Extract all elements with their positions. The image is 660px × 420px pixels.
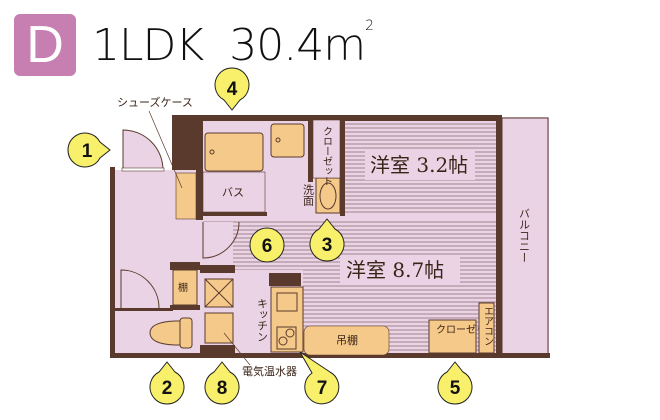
- western-room-large-label: 洋室 8.7帖: [346, 258, 444, 282]
- marker-4[interactable]: 4: [214, 67, 250, 111]
- svg-text:3: 3: [322, 235, 333, 256]
- svg-text:6: 6: [262, 236, 273, 257]
- kitchen-label: キッチン: [256, 298, 269, 342]
- layout-label: 1LDK: [92, 19, 204, 71]
- svg-text:5: 5: [450, 378, 461, 399]
- marker-1[interactable]: 1: [67, 132, 111, 168]
- svg-text:1: 1: [82, 141, 93, 162]
- marker-7[interactable]: 7: [299, 351, 340, 405]
- svg-text:8: 8: [217, 378, 228, 399]
- balcony: [501, 117, 549, 357]
- bathtub: [204, 132, 264, 172]
- svg-text:7: 7: [317, 378, 328, 399]
- toilet-door: [120, 269, 160, 309]
- western-room-small-label: 洋室 3.2帖: [370, 153, 468, 177]
- shoe-case-label: シューズケース: [117, 95, 193, 109]
- hanging-shelf: [303, 325, 390, 356]
- type-badge: D: [14, 14, 76, 76]
- closet-lower: [428, 319, 477, 354]
- shelf: [172, 269, 198, 306]
- marker-6[interactable]: 6: [249, 227, 285, 263]
- bath-label: バス: [222, 186, 244, 199]
- hanging-shelf-label: 吊棚: [336, 333, 358, 347]
- washing-machine: [270, 123, 305, 158]
- aircon: [478, 302, 495, 354]
- room-door: [202, 221, 240, 259]
- entrance-door: [122, 129, 164, 171]
- aircon-label: エアコン: [482, 306, 494, 346]
- marker-2[interactable]: 2: [149, 361, 185, 405]
- shoe-case: [175, 172, 197, 220]
- marker-8[interactable]: 8: [204, 361, 240, 405]
- svg-text:4: 4: [227, 79, 238, 100]
- shelf-label: 棚: [178, 281, 188, 294]
- kitchen-counter: [270, 286, 304, 353]
- area-label: 30.4m: [229, 19, 366, 71]
- balcony-label: バルコニー: [518, 208, 531, 263]
- marker-3[interactable]: 3: [309, 218, 345, 262]
- marker-5[interactable]: 5: [437, 361, 473, 405]
- area-unit-sup: 2: [365, 17, 374, 34]
- water-heater-label: 電気温水器: [242, 364, 297, 378]
- svg-text:2: 2: [162, 378, 173, 399]
- plan-title: 1LDK 30.4m2: [92, 17, 374, 71]
- walls: [110, 115, 550, 358]
- toilet: [149, 317, 193, 349]
- plan-header: D 1LDK 30.4m2: [14, 14, 374, 76]
- closet-upper-label: クローゼット: [321, 126, 333, 186]
- washbasin-label: 洗面: [302, 184, 315, 206]
